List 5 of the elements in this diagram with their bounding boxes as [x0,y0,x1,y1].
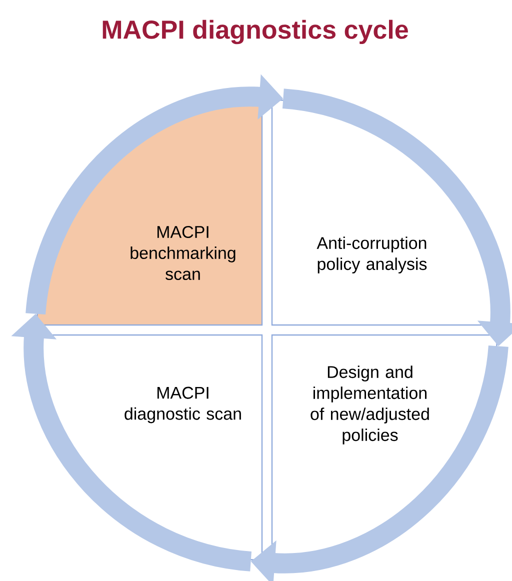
quadrant: MACPI benchmarking scan [36,99,263,326]
title: MACPI diagnostics cycle [102,20,408,44]
quadrant: Design and implementation of new/adjusted policies [271,334,498,561]
quadrant: Anti-corruption policy analysis [271,99,498,326]
quadrant: MACPI diagnostic scan [36,334,263,561]
